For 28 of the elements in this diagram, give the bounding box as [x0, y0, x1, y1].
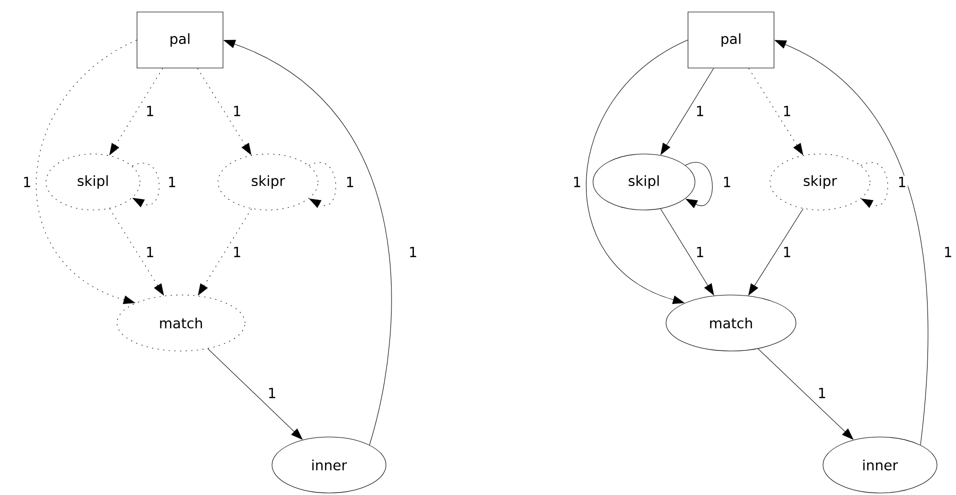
process-box: pal: [136, 12, 224, 68]
edge-label: 1: [942, 246, 954, 258]
edge-label: 1: [231, 104, 243, 118]
edge-label: 1: [166, 176, 178, 188]
arrow: [132, 163, 160, 208]
arrow: [308, 162, 336, 208]
edge-label: 1: [816, 386, 828, 400]
edge-label: 1: [694, 104, 706, 118]
arrow: [860, 162, 888, 208]
edge-label: 1: [231, 246, 243, 258]
edge-label: 1: [694, 246, 706, 258]
edge-label: 1: [344, 176, 356, 188]
edge-label: 1: [144, 246, 156, 258]
edge-label: 1: [781, 246, 793, 258]
arrow: [208, 348, 303, 440]
edge-label: 1: [407, 246, 419, 258]
arrow: [586, 40, 688, 304]
edge-label: 1: [781, 104, 793, 118]
edge-label: 1: [571, 176, 583, 188]
process-box: pal: [688, 12, 774, 68]
edge-label: 1: [266, 386, 278, 400]
edge-label: 1: [21, 176, 33, 188]
edge-label: 1: [721, 176, 733, 188]
edge-label: 1: [896, 176, 908, 188]
arrow: [109, 68, 163, 156]
edge-label: 1: [144, 104, 156, 118]
arrow: [685, 162, 712, 208]
arrow: [36, 40, 138, 304]
